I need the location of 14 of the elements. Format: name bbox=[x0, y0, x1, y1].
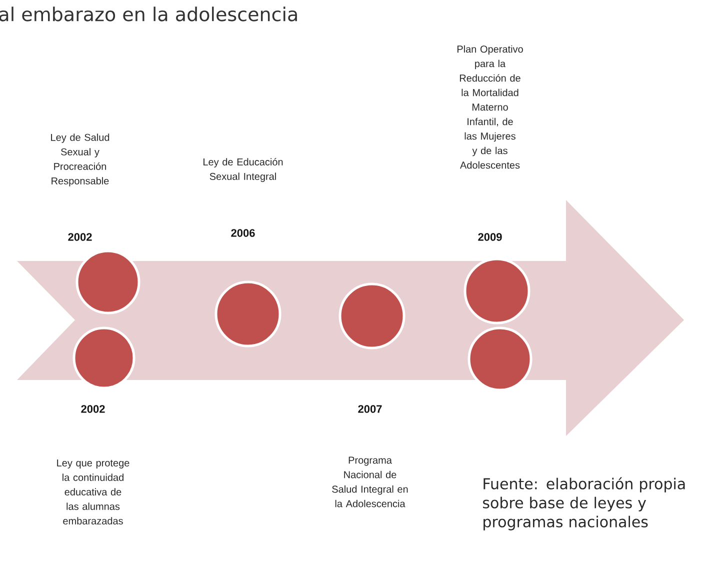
event-label: Ley que protege la continuidad educativa de las alumnas embarazadas bbox=[57, 460, 130, 524]
event-label: Ley de Educación Sexual Integral bbox=[204, 158, 283, 182]
milestone-circle bbox=[468, 326, 532, 392]
event-label: Ley de Salud Sexual y Procreación Responsable bbox=[51, 134, 110, 186]
year-label: 2006 bbox=[231, 229, 255, 237]
milestone-circle bbox=[214, 280, 282, 348]
milestone-circle bbox=[464, 258, 530, 324]
milestone-circle bbox=[338, 282, 406, 350]
caption: Fuente: elaboración propia sobre base de leyes y programas nacionales bbox=[483, 477, 685, 530]
milestone-circle bbox=[76, 250, 140, 314]
event-label: Plan Operativo para la Reducción de la Mortalidad Materno Infantil, de las Mujeres y de las Adolescentes bbox=[457, 45, 523, 169]
milestone-circle bbox=[72, 326, 136, 390]
event-label: Programa Nacional de Salud Integral en la Adolescencia bbox=[332, 456, 408, 508]
year-label: 2007 bbox=[358, 405, 382, 413]
